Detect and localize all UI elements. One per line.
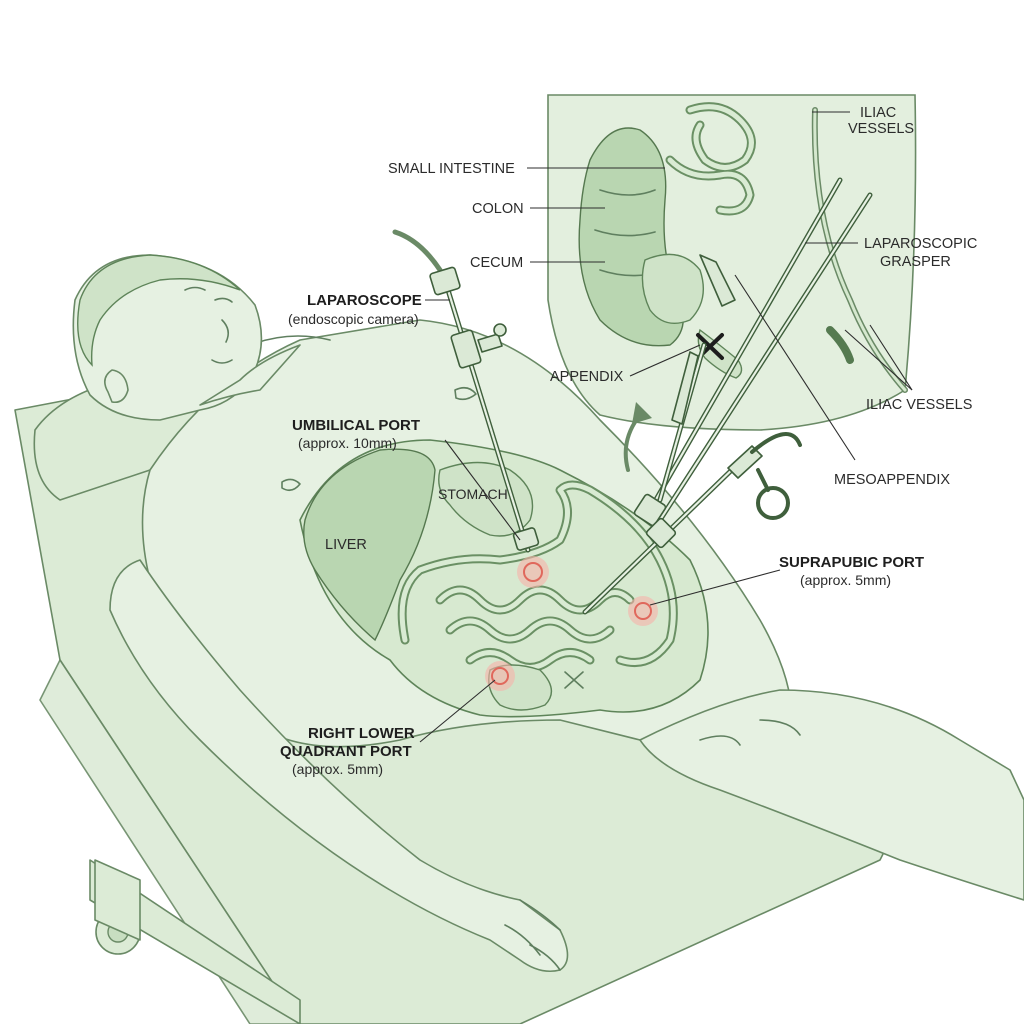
label-iliac-vessels-top-line2: VESSELS [848, 121, 914, 137]
label-mesoappendix: MESOAPPENDIX [834, 472, 950, 488]
appendix-instrument [657, 342, 707, 503]
label-laparoscope-sub: (endoscopic camera) [288, 311, 419, 327]
label-laparoscope: LAPAROSCOPE [307, 292, 422, 309]
label-rlq-port-sub: (approx. 5mm) [292, 761, 383, 777]
label-suprapubic-port-sub: (approx. 5mm) [800, 572, 891, 588]
label-cecum: CECUM [470, 255, 523, 271]
suprapubic-port-marker [628, 596, 658, 626]
laparoscope-instrument [392, 229, 540, 553]
label-iliac-vessels-bottom: ILIAC VESSELS [866, 397, 972, 413]
label-appendix: APPENDIX [550, 369, 624, 385]
curved-arrow [623, 402, 652, 472]
label-liver: LIVER [325, 537, 367, 553]
label-iliac-vessels-top-line1: ILIAC [860, 105, 896, 121]
label-rlq-port-line1: RIGHT LOWER [308, 725, 415, 742]
label-laparoscopic-grasper-line2: GRASPER [880, 254, 951, 270]
dissector-instrument [582, 432, 802, 615]
inset-view [547, 94, 917, 431]
label-laparoscopic-grasper-line1: LAPAROSCOPIC [864, 236, 977, 252]
rlq-port-marker [485, 661, 515, 691]
liver [303, 448, 436, 642]
laparoscopic-grasper-instrument [633, 177, 873, 527]
appendix-cut-mark [564, 671, 584, 689]
label-suprapubic-port: SUPRAPUBIC PORT [779, 554, 924, 571]
umbilical-port-marker [517, 556, 549, 588]
label-small-intestine: SMALL INTESTINE [388, 161, 515, 177]
label-stomach: STOMACH [438, 486, 508, 502]
label-umbilical-port-sub: (approx. 10mm) [298, 435, 397, 451]
label-rlq-port-line2: QUADRANT PORT [280, 743, 412, 760]
large-intestine [397, 480, 678, 667]
label-umbilical-port: UMBILICAL PORT [292, 417, 420, 434]
label-colon: COLON [472, 201, 524, 217]
leader-lines [419, 111, 913, 743]
